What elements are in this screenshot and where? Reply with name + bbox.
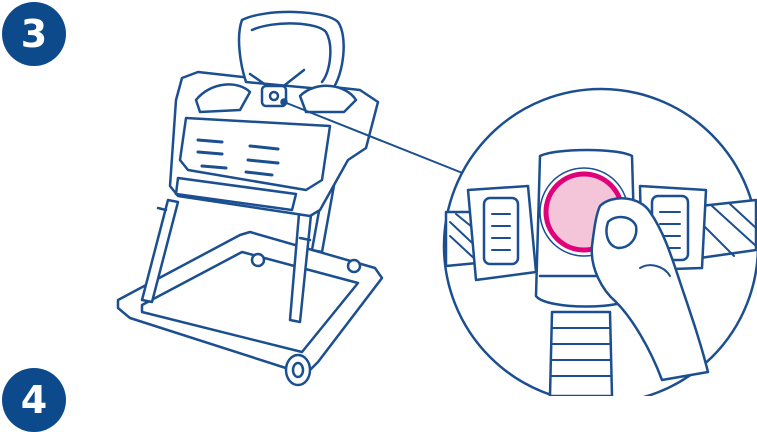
harness-buckle-detail	[444, 89, 757, 396]
chair-wheel	[293, 363, 303, 377]
chair-wheel	[348, 260, 360, 272]
detail-strap-bottom	[550, 312, 612, 396]
instruction-illustration	[0, 0, 757, 396]
high-chair-illustration	[118, 12, 470, 385]
chair-wheel	[252, 254, 264, 266]
thumbnail	[606, 217, 636, 248]
